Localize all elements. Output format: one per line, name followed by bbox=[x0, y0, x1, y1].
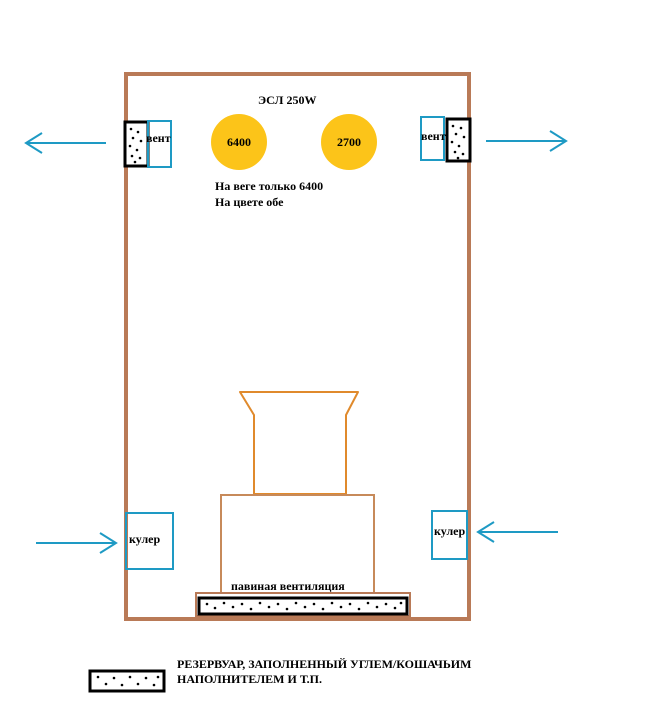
right-vent-filter bbox=[445, 117, 472, 163]
lamp-title: ЭСЛ 250W bbox=[258, 93, 316, 107]
legend-text: РЕЗЕРВУАР, ЗАПОЛНЕННЫЙ УГЛЕМ/КОШАЧЬИМ НА… bbox=[177, 657, 472, 686]
legend-swatch bbox=[88, 669, 166, 693]
grow-box-outline bbox=[124, 72, 471, 621]
left-cooler-frame bbox=[125, 512, 174, 570]
lamp-note-line-2: На цвете обе bbox=[215, 195, 284, 209]
right-exhaust-arrow bbox=[486, 130, 568, 152]
left-vent-label: вент bbox=[146, 131, 171, 145]
right-intake-arrow bbox=[476, 521, 558, 543]
lamp-2700-circle bbox=[321, 114, 377, 170]
legend-swatch-dots bbox=[96, 675, 160, 687]
plant-pot bbox=[220, 494, 375, 596]
left-exhaust-arrow bbox=[24, 132, 106, 154]
lamp-note-line-1: На веге только 6400 bbox=[215, 179, 323, 193]
lamp-2700-label: 2700 bbox=[337, 135, 361, 149]
right-vent-frame bbox=[420, 116, 445, 161]
right-vent-label: вент bbox=[421, 129, 446, 143]
right-cooler-label: кулер bbox=[434, 524, 466, 538]
floor-reservoir bbox=[197, 596, 409, 616]
left-vent-frame bbox=[147, 120, 172, 168]
left-intake-arrow bbox=[36, 532, 118, 554]
lamp-6400-label: 6400 bbox=[227, 135, 251, 149]
lamp-6400-circle bbox=[211, 114, 267, 170]
floor-reservoir-dots bbox=[205, 601, 403, 611]
funnel-shade bbox=[239, 391, 359, 495]
left-vent-filter-dots bbox=[128, 127, 143, 164]
left-vent-filter bbox=[123, 120, 150, 168]
left-cooler-label: кулер bbox=[129, 532, 161, 546]
right-cooler-frame bbox=[431, 510, 468, 560]
floor-ventilation-label: павиная вентиляция bbox=[231, 579, 345, 593]
right-vent-filter-dots bbox=[450, 124, 466, 160]
